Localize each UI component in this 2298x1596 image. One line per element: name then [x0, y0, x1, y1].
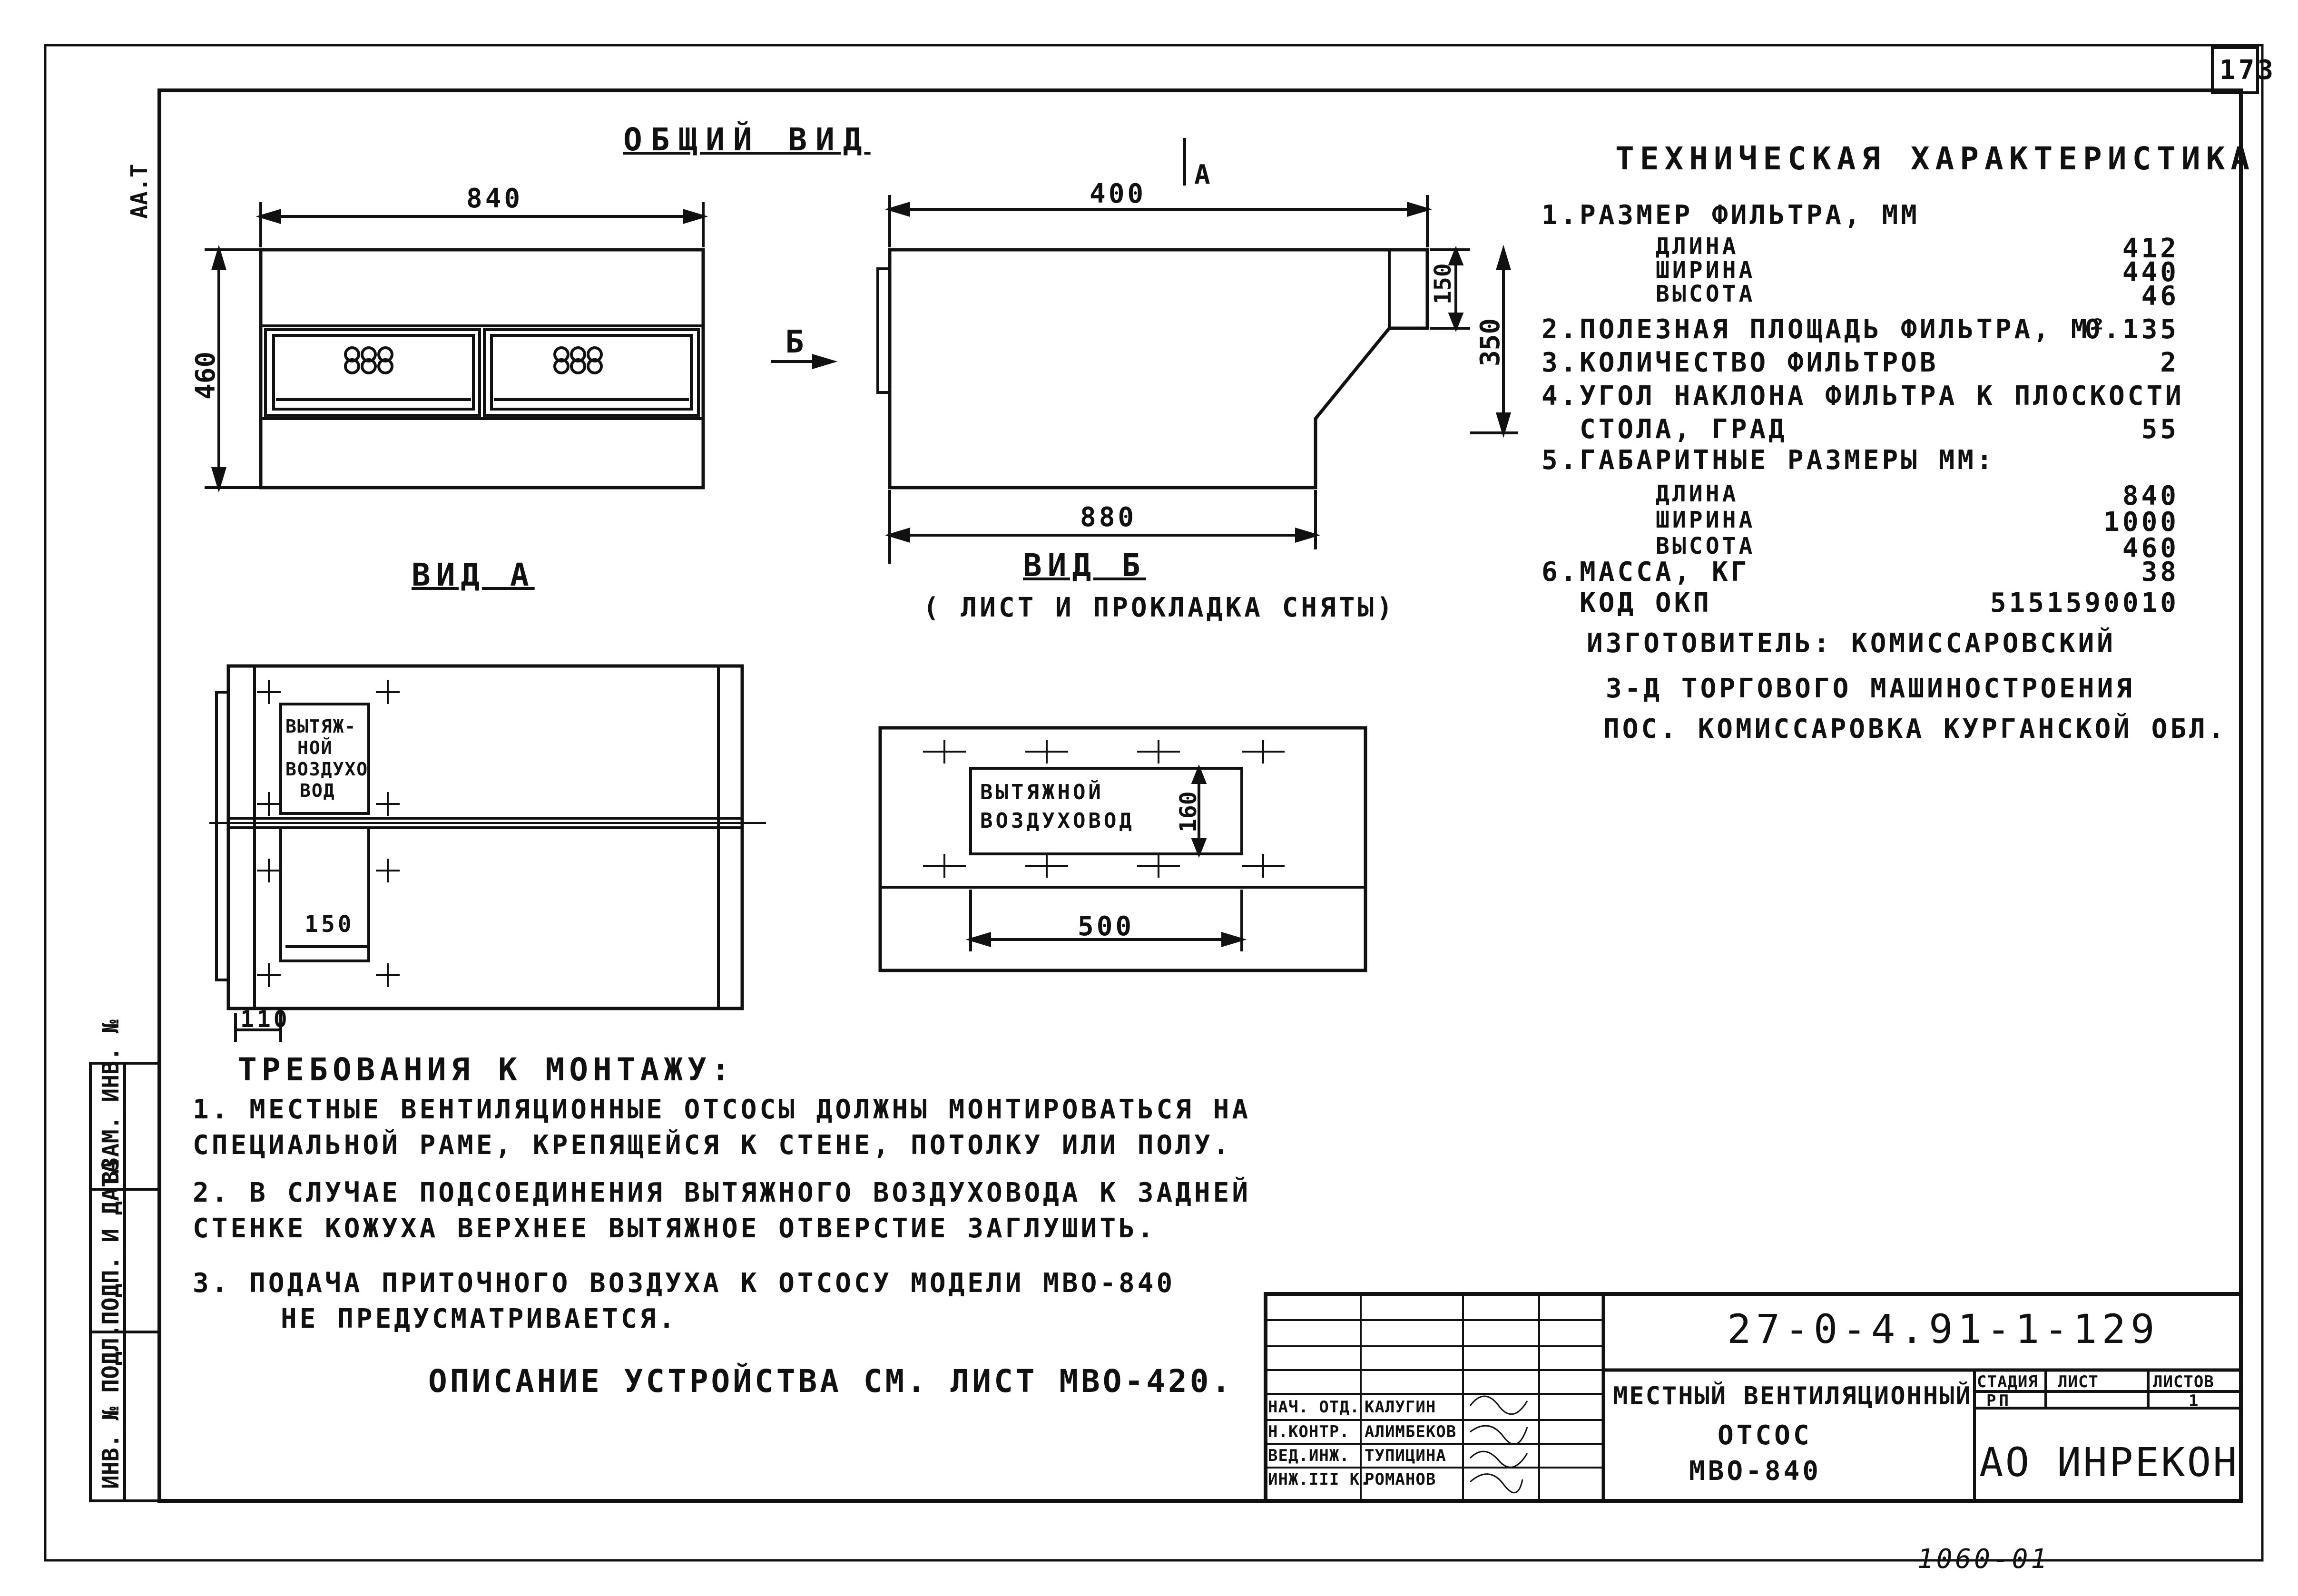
tech-row-label: МАССА, КГ [1580, 557, 1750, 587]
stage-header: СТАДИЯ [1977, 1372, 2038, 1391]
person-name: КАЛУГИН [1365, 1398, 1436, 1417]
person-role: ВЕД.ИНЖ. [1268, 1446, 1350, 1465]
tech-row-label: ВЫСОТА [1656, 533, 1756, 559]
tech-row-num: 6. [1542, 557, 1580, 587]
stage-value: РП [1986, 1391, 2012, 1410]
tech-row-label: ВЫСОТА [1656, 281, 1756, 307]
tech-row-value: 0.135 [2084, 314, 2179, 345]
duct-a-3: ВОЗДУХО [285, 759, 369, 780]
dim-side-150: 150 [1430, 263, 1456, 304]
tech-maker: ИЗГОТОВИТЕЛЬ: КОМИССАРОВСКИЙ [1587, 628, 2116, 659]
req-item-3b: НЕ ПРЕДУСМАТРИВАЕТСЯ. [281, 1303, 678, 1334]
tech-row-value: 1000 [2103, 507, 2179, 538]
tech-row-num: 1. [1542, 200, 1580, 231]
dim-vb-500: 500 [1078, 911, 1135, 942]
tech-row-value: 440 [2122, 257, 2179, 288]
tech-row-value: 55 [2141, 414, 2179, 445]
tech-row-label: РАЗМЕР ФИЛЬТРА, ММ [1580, 200, 1920, 231]
tech-row-label: ШИРИНА [1656, 507, 1756, 533]
tech-title: ТЕХНИЧЕСКАЯ ХАРАКТЕРИСТИКА [1615, 140, 2256, 177]
tech-row-value: 38 [2141, 557, 2179, 587]
tech-row-num: 5. [1542, 445, 1580, 476]
req-description: ОПИСАНИЕ УСТРОЙСТВА СМ. ЛИСТ МВО-420. [428, 1363, 1234, 1400]
tech-row-label: СТОЛА, ГРАД [1580, 414, 1787, 445]
outer-frame [44, 44, 2264, 1562]
req-item-1b: СПЕЦИАЛЬНОЙ РАМЕ, КРЕПЯЩЕЙСЯ К СТЕНЕ, ПО… [193, 1130, 1232, 1161]
organization: АО ИНРЕКОН [1979, 1439, 2239, 1486]
arrow-b-label: Б [785, 323, 807, 360]
side-stamp-sign: ПОДП. И ДАТА [98, 1160, 124, 1325]
duct-b-2: ВОЗДУХОВОД [980, 809, 1135, 833]
tech-row-label: КОЛИЧЕСТВО ФИЛЬТРОВ [1580, 347, 1939, 378]
dim-va-150: 150 [304, 911, 354, 938]
view-a-title: ВИД А [412, 557, 535, 593]
title-block [1264, 1292, 2243, 1503]
page-number: 173 [2219, 55, 2277, 86]
dim-front-height: 460 [190, 351, 221, 400]
req-item-3: 3. ПОДАЧА ПРИТОЧНОГО ВОЗДУХА К ОТСОСУ МО… [193, 1268, 1176, 1299]
inner-frame [157, 88, 2243, 1503]
side-stamp-replace: ВЗАМ. ИНВ. № [98, 1019, 124, 1185]
general-view-title: ОБЩИЙ ВИД [623, 121, 871, 158]
person-name: АЛИМБЕКОВ [1365, 1422, 1457, 1441]
dim-side-350: 350 [1475, 318, 1506, 366]
tech-row-value: 46 [2141, 281, 2179, 312]
tech-row-label: ДЛИНА [1656, 233, 1739, 260]
tech-row-value: 412 [2122, 233, 2179, 264]
req-item-2: 2. В СЛУЧАЕ ПОДСОЕДИНЕНИЯ ВЫТЯЖНОГО ВОЗД… [193, 1177, 1251, 1208]
tech-row-label: ДЛИНА [1656, 480, 1739, 507]
view-a [209, 664, 766, 1042]
duct-a-1: ВЫТЯЖ- [285, 716, 357, 737]
person-role: НАЧ. ОТД. [1268, 1398, 1360, 1417]
tech-row-value: 460 [2122, 533, 2179, 564]
product-name-3: МВО-840 [1689, 1456, 1822, 1487]
page-number-box [2211, 46, 2259, 94]
bottom-note: 1060-01 [1917, 1544, 2050, 1575]
tech-row-label: ПОЛЕЗНАЯ ПЛОЩАДЬ ФИЛЬТРА, М² [1580, 314, 2109, 345]
arrow-a-label: А [1194, 159, 1213, 190]
dim-front-width: 840 [466, 183, 523, 214]
sheets-value: 1 [2189, 1391, 2201, 1410]
tech-maker3: ПОС. КОМИССАРОВКА КУРГАНСКОЙ ОБЛ. [1603, 714, 2227, 744]
person-role: ИНЖ.III К. [1268, 1470, 1370, 1489]
tech-row-label: ШИРИНА [1656, 257, 1756, 284]
view-b-note: ( ЛИСТ И ПРОКЛАДКА СНЯТЫ) [923, 592, 1395, 623]
tech-row-label: КОД ОКП [1580, 587, 1712, 618]
dim-va-110: 110 [240, 1006, 290, 1033]
product-name-1: МЕСТНЫЙ ВЕНТИЛЯЦИОННЫЙ [1613, 1382, 1972, 1410]
sheet-header: ЛИСТ [2058, 1372, 2099, 1391]
front-view [205, 202, 708, 493]
person-name: ТУПИЦИНА [1365, 1446, 1446, 1465]
view-b [878, 726, 1367, 972]
tech-row-num: 4. [1542, 381, 1580, 411]
tech-row-num: 3. [1542, 347, 1580, 378]
sheets-header: ЛИСТОВ [2153, 1372, 2214, 1391]
person-role: Н.КОНТР. [1268, 1422, 1350, 1441]
tech-row-value: 840 [2122, 480, 2179, 511]
doc-code: 27-0-4.91-1-129 [1727, 1306, 2160, 1352]
dim-side-top: 400 [1090, 178, 1147, 209]
tech-row-label: ГАБАРИТНЫЕ РАЗМЕРЫ ММ: [1580, 445, 1995, 476]
duct-a-4: ВОД [300, 780, 335, 801]
tech-row-num: 2. [1542, 314, 1580, 345]
duct-b-1: ВЫТЯЖНОЙ [980, 780, 1104, 804]
side-stamp-inv: ИНВ. № ПОДЛ. [98, 1324, 124, 1489]
req-item-1: 1. МЕСТНЫЕ ВЕНТИЛЯЦИОННЫЕ ОТСОСЫ ДОЛЖНЫ … [193, 1094, 1251, 1125]
tech-row-value: 5151590010 [1990, 587, 2179, 618]
side-view [771, 138, 1518, 564]
tech-row-value: 2 [2160, 347, 2179, 378]
view-b-title: ВИД Б [1023, 547, 1146, 584]
req-item-2b: СТЕНКЕ КОЖУХА ВЕРХНЕЕ ВЫТЯЖНОЕ ОТВЕРСТИЕ… [193, 1213, 1157, 1244]
dim-vb-160: 160 [1175, 791, 1202, 832]
req-title: ТРЕБОВАНИЯ К МОНТАЖУ: [238, 1051, 735, 1088]
duct-a-2: НОЙ [297, 737, 333, 758]
dim-side-bottom: 880 [1080, 502, 1137, 533]
tech-row-label: УГОЛ НАКЛОНА ФИЛЬТРА К ПЛОСКОСТИ [1580, 381, 2184, 411]
corner-mark: АА.Т [126, 164, 153, 219]
product-name-2: ОТСОС [1718, 1420, 1812, 1451]
person-name: РОМАНОВ [1365, 1470, 1436, 1489]
tech-maker2: З-Д ТОРГОВОГО МАШИНОСТРОЕНИЯ [1606, 673, 2135, 704]
